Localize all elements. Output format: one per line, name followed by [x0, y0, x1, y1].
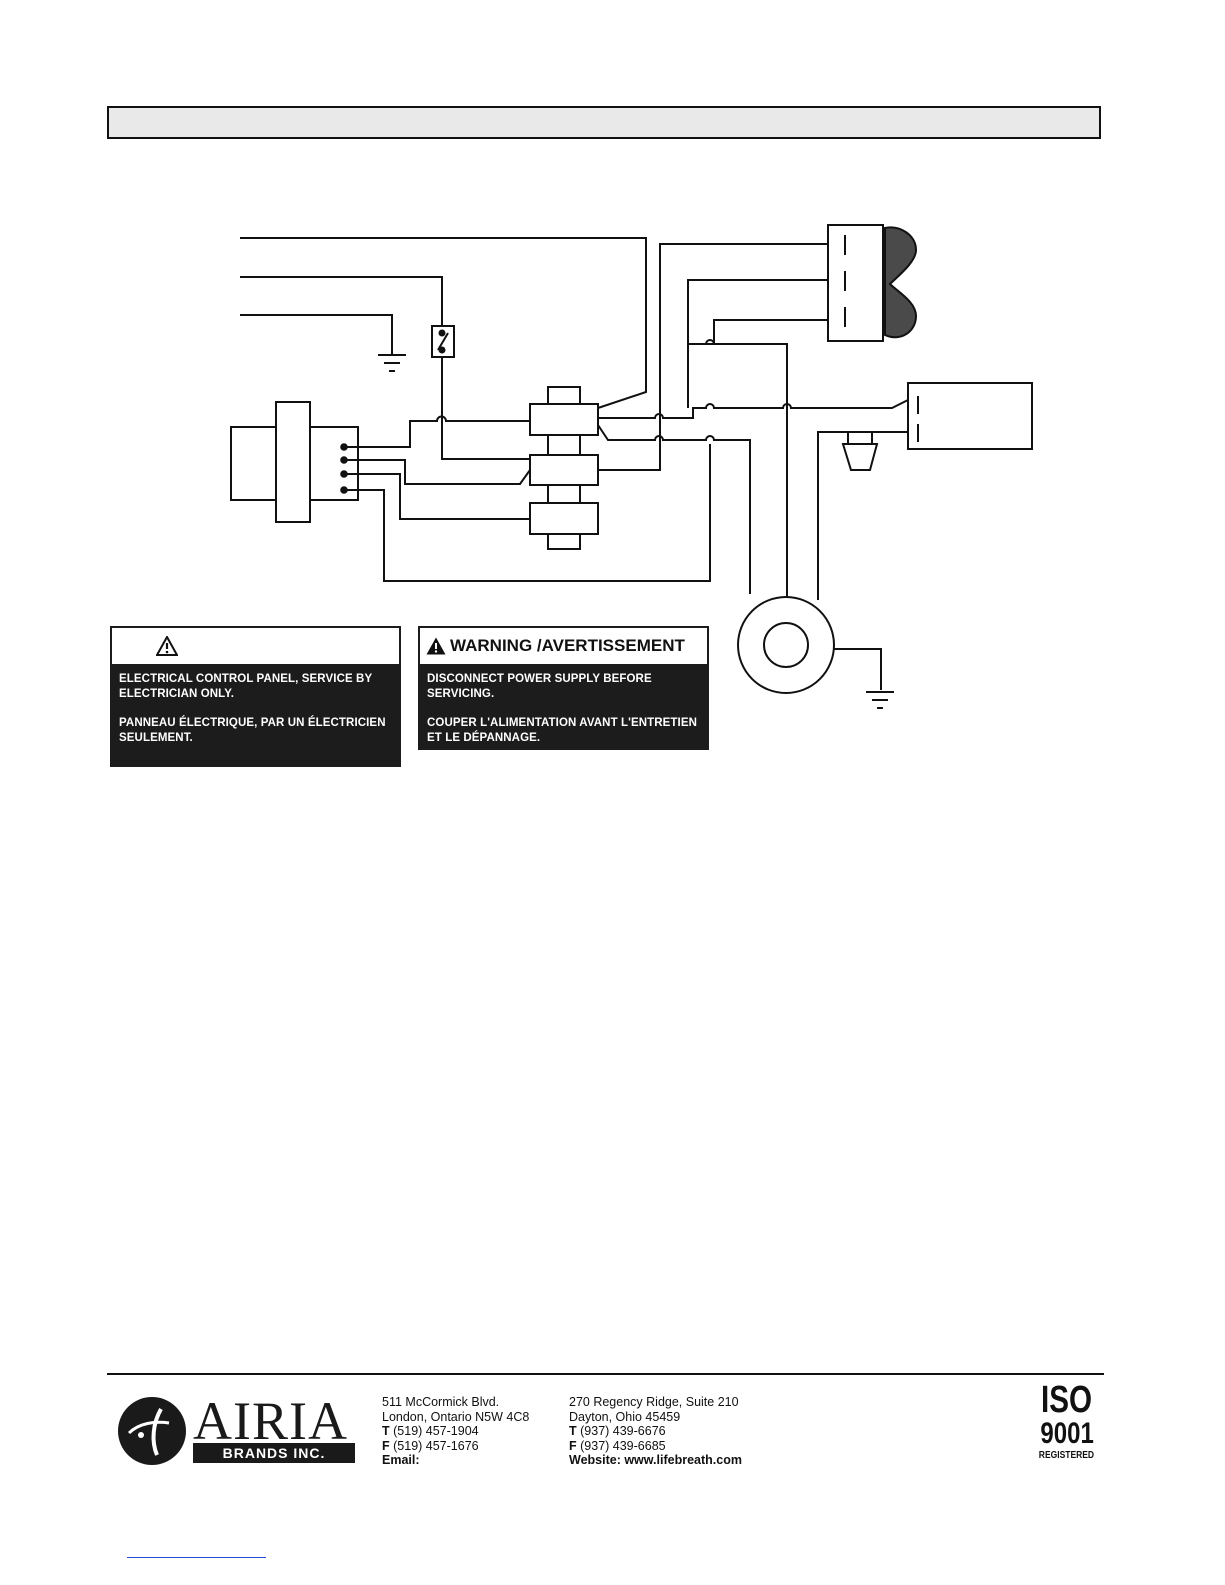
- canada-fax-row: F (519) 457-1676: [382, 1438, 479, 1453]
- warning-left-line-2: PANNEAU ÉLECTRIQUE, PAR UN ÉLECTRICIEN S…: [119, 717, 386, 744]
- logo-subtitle: BRANDS INC.: [223, 1445, 326, 1461]
- warning-label-electrical: ELECTRICAL CONTROL PANEL, SERVICE BY ELE…: [110, 626, 401, 767]
- wiring-diagram: [230, 224, 1033, 709]
- us-phone: (937) 439-6676: [580, 1424, 666, 1438]
- company-logo: AIRIA BRANDS INC.: [118, 1393, 355, 1465]
- us-fax-row: F (937) 439-6685: [569, 1438, 666, 1453]
- address-canada: 511 McCormick Blvd. London, Ontario N5W …: [382, 1395, 529, 1468]
- supply-lines: [240, 237, 647, 409]
- fan-motor: [737, 596, 894, 709]
- us-street: 270 Regency Ridge, Suite 210: [569, 1395, 739, 1409]
- iso-line-1: ISO: [1041, 1379, 1093, 1421]
- warning-right-title: WARNING /AVERTISSEMENT: [450, 636, 685, 655]
- canada-phone-row: T (519) 457-1904: [382, 1424, 479, 1438]
- us-phone-row: T (937) 439-6676: [569, 1424, 666, 1438]
- us-website[interactable]: Website: www.lifebreath.com: [569, 1453, 742, 1467]
- address-us: 270 Regency Ridge, Suite 210 Dayton, Ohi…: [569, 1395, 742, 1468]
- warning-left-line-1: ELECTRICAL CONTROL PANEL, SERVICE BY ELE…: [119, 673, 373, 700]
- wiring-right: [597, 243, 909, 600]
- canada-email-label: Email:: [382, 1453, 420, 1467]
- us-city: Dayton, Ohio 45459: [569, 1409, 681, 1424]
- warning-right-line-1: DISCONNECT POWER SUPPLY BEFORE SERVICING…: [427, 673, 652, 700]
- warning-triangle-icon: [156, 636, 178, 656]
- iso-badge: ISO 9001 REGISTERED: [1034, 1380, 1098, 1464]
- warning-triangle-icon: [426, 637, 446, 655]
- limit-switch: [431, 325, 530, 460]
- sensor-symbol: [841, 432, 879, 471]
- warning-right-line-2: COUPER L'ALIMENTATION AVANT L'ENTRETIEN …: [427, 717, 698, 744]
- warning-left-header: [112, 628, 399, 664]
- link-underline[interactable]: [127, 1557, 266, 1558]
- iso-line-3: REGISTERED: [1038, 1450, 1095, 1461]
- canada-fax: (519) 457-1676: [393, 1438, 479, 1453]
- terminal-block: [529, 386, 599, 550]
- warning-right-body: DISCONNECT POWER SUPPLY BEFORE SERVICING…: [420, 664, 707, 746]
- header-bar: [107, 106, 1101, 139]
- ground-symbol-left: [378, 354, 406, 372]
- footer-rule: [107, 1373, 1104, 1375]
- canada-city: London, Ontario N5W 4C8: [382, 1409, 530, 1424]
- iso-line-2: 9001: [1040, 1417, 1094, 1450]
- logo-name: AIRIA: [193, 1393, 348, 1451]
- defrost-control-box: [907, 382, 1033, 450]
- warning-left-body: ELECTRICAL CONTROL PANEL, SERVICE BY ELE…: [112, 664, 399, 746]
- us-website-row[interactable]: Website: www.lifebreath.com: [569, 1453, 742, 1468]
- canada-street: 511 McCormick Blvd.: [382, 1395, 500, 1409]
- receptacle: [827, 224, 918, 342]
- canada-phone: (519) 457-1904: [393, 1424, 479, 1438]
- warning-label-power: WARNING /AVERTISSEMENT DISCONNECT POWER …: [418, 626, 709, 750]
- warning-right-header: WARNING /AVERTISSEMENT: [420, 628, 707, 664]
- us-fax: (937) 439-6685: [580, 1438, 666, 1453]
- canada-email-row: Email:: [382, 1453, 529, 1468]
- control-module: [230, 401, 711, 582]
